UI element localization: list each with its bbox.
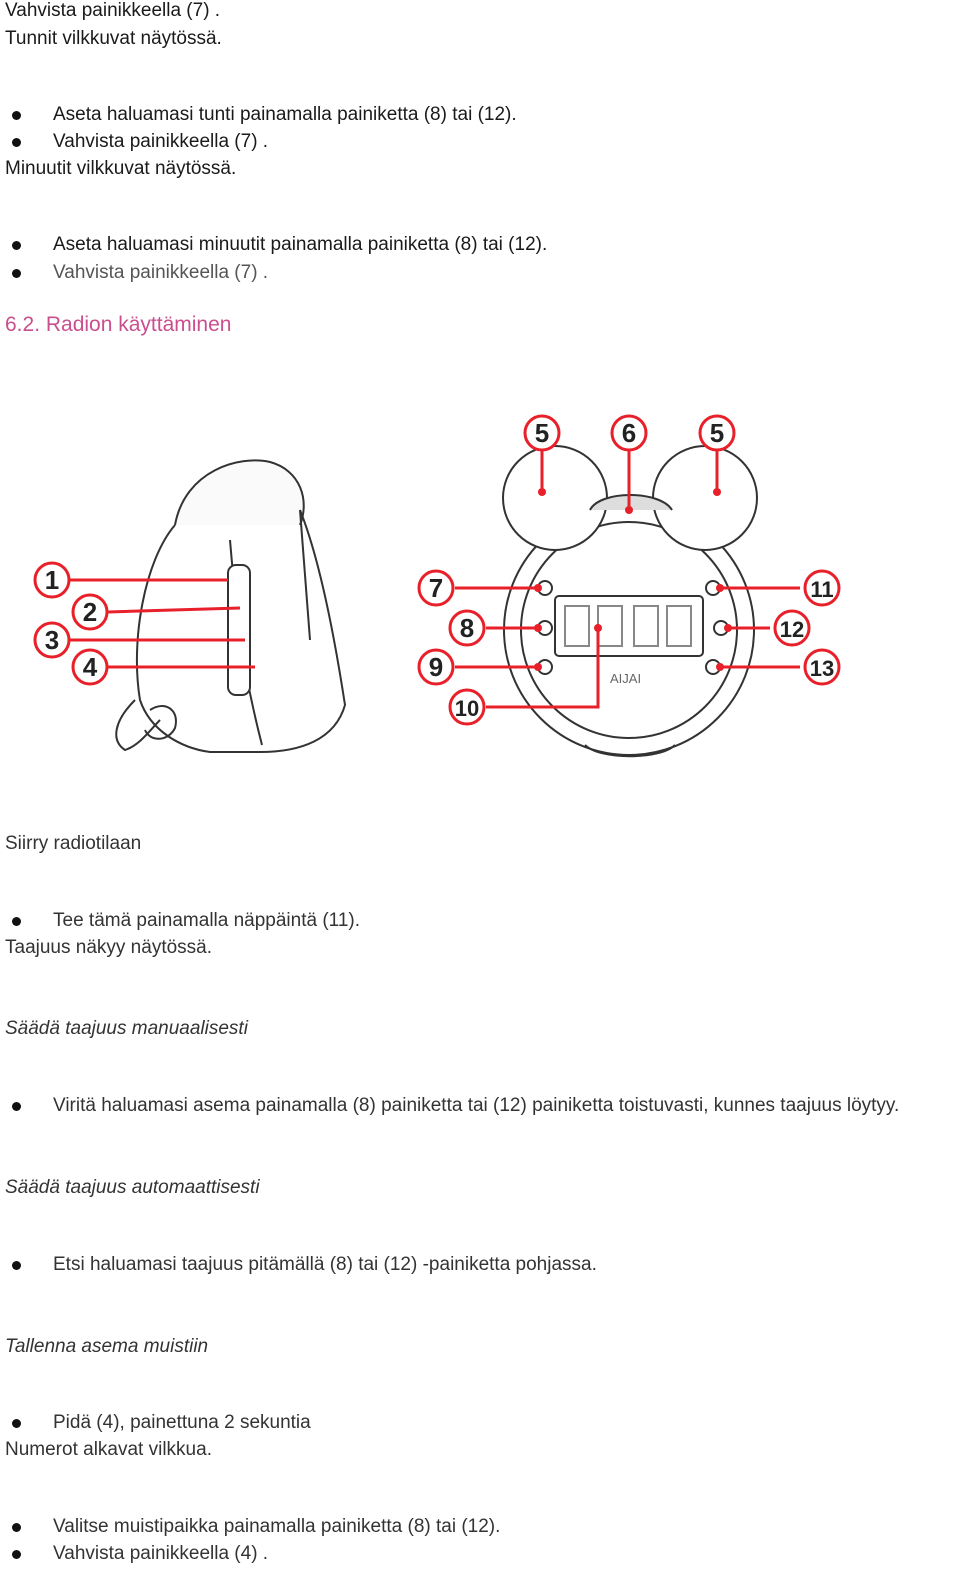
- callout-number: 5: [535, 418, 549, 448]
- callout-number: 5: [710, 418, 724, 448]
- callout-number: 9: [429, 652, 443, 682]
- list-item: Aseta haluamasi tunti painamalla painike…: [53, 104, 517, 125]
- callout-number: 13: [810, 656, 834, 681]
- bullet-icon: [12, 1523, 21, 1532]
- callout-circle: [448, 688, 486, 726]
- bullet-icon: [12, 111, 21, 120]
- bullet-icon: [12, 1261, 21, 1270]
- text-line: Tunnit vilkkuvat näytössä.: [5, 28, 222, 49]
- bullet-icon: [12, 241, 21, 250]
- list-item: Viritä haluamasi asema painamalla (8) pa…: [53, 1095, 900, 1116]
- callout-circle: [417, 648, 455, 686]
- callout-circle: [523, 414, 561, 452]
- text-line: Siirry radiotilaan: [5, 833, 142, 854]
- list-item: Etsi haluamasi taajuus pitämällä (8) tai…: [53, 1254, 597, 1275]
- list-item: Aseta haluamasi minuutit painamalla pain…: [53, 234, 548, 255]
- callout-circle: [803, 569, 841, 607]
- bullet-icon: [12, 138, 21, 147]
- callout-circle: [71, 593, 109, 631]
- list-item: Tee tämä painamalla näppäintä (11).: [53, 910, 361, 931]
- callout-number: 1: [45, 565, 59, 595]
- text-line: Vahvista painikkeella (7) .: [5, 0, 221, 21]
- bullet-icon: [12, 269, 21, 278]
- callout-number: 2: [83, 597, 97, 627]
- callout-circle: [773, 609, 811, 647]
- list-item: Pidä (4), painettuna 2 sekuntia: [53, 1412, 311, 1433]
- callout-number: 6: [622, 418, 636, 448]
- callout-circle: [33, 621, 71, 659]
- bullet-icon: [12, 1102, 21, 1111]
- callout-number: 3: [45, 625, 59, 655]
- brand-label: AIJAI: [610, 671, 641, 686]
- text-line: Taajuus näkyy näytössä.: [5, 937, 213, 958]
- subheading-store: Tallenna asema muistiin: [5, 1336, 209, 1357]
- callout-number: 7: [429, 573, 443, 603]
- callout-number: 10: [455, 696, 479, 721]
- callout-circle: [698, 414, 736, 452]
- list-item: Valitse muistipaikka painamalla painiket…: [53, 1516, 501, 1537]
- callout-circle: [71, 648, 109, 686]
- list-item: Vahvista painikkeella (7) .: [53, 131, 269, 152]
- text-line: Numerot alkavat vilkkua.: [5, 1439, 212, 1460]
- list-item: Vahvista painikkeella (4) .: [53, 1543, 269, 1564]
- callout-circle: [448, 609, 486, 647]
- callout-circle: [610, 414, 648, 452]
- callout-number: 4: [83, 652, 98, 682]
- callout-circle: [803, 648, 841, 686]
- callout-number: 11: [810, 577, 833, 602]
- bullet-icon: [12, 1550, 21, 1559]
- callout-number: 8: [460, 613, 474, 643]
- section-heading: 6.2. Radion käyttäminen: [5, 313, 232, 336]
- text-line: Minuutit vilkkuvat näytössä.: [5, 158, 237, 179]
- bullet-icon: [12, 1419, 21, 1428]
- list-item: Vahvista painikkeella (7) .: [53, 262, 269, 283]
- callout-circle: [417, 569, 455, 607]
- callout-number: 12: [780, 617, 804, 642]
- callout-circle: [33, 561, 71, 599]
- subheading-manual: Säädä taajuus manuaalisesti: [5, 1018, 248, 1039]
- subheading-auto: Säädä taajuus automaattisesti: [5, 1177, 260, 1198]
- bullet-icon: [12, 917, 21, 926]
